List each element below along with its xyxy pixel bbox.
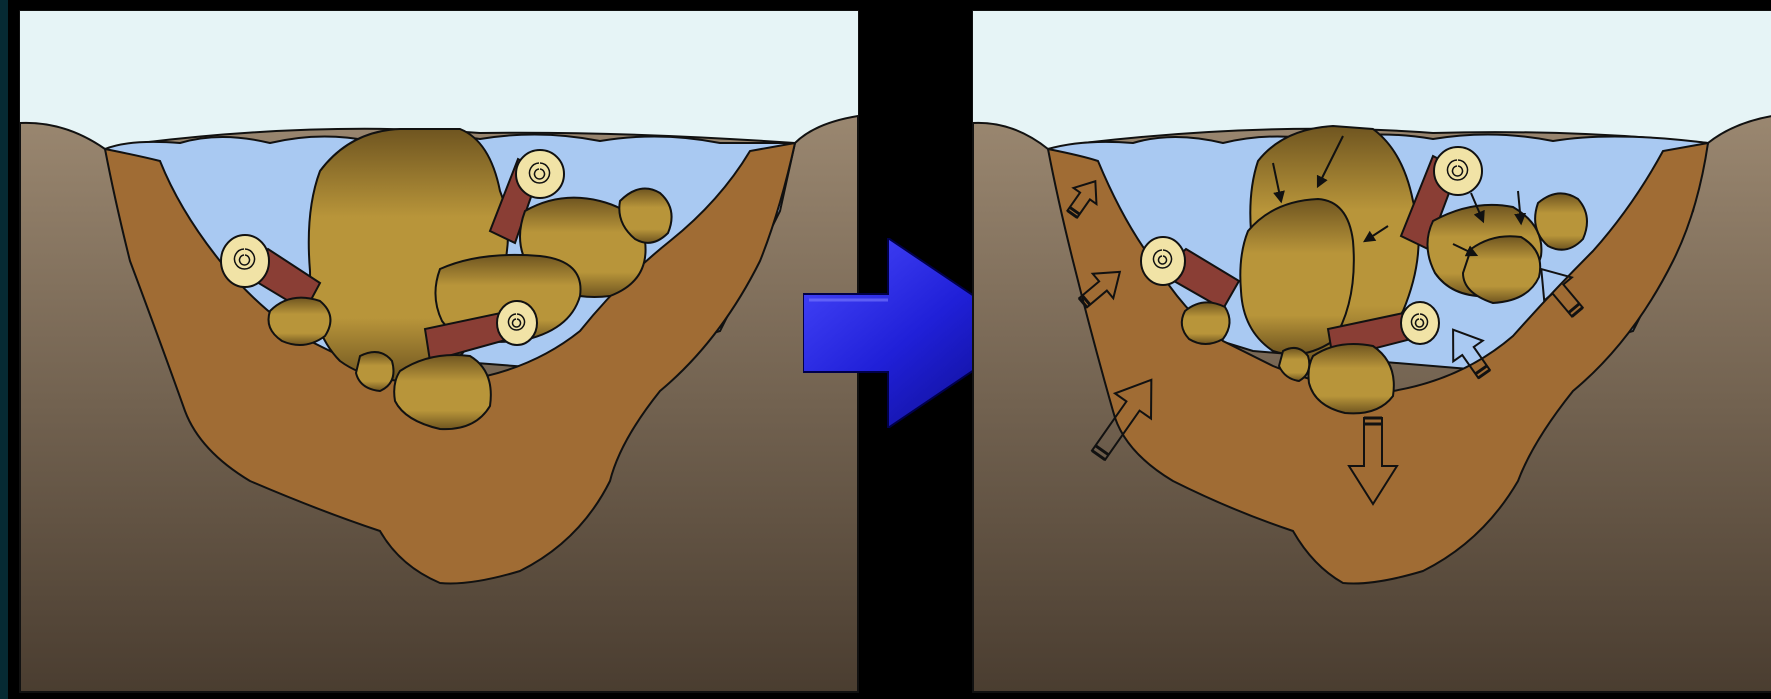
log-end <box>1401 302 1439 344</box>
before-illustration <box>20 11 858 692</box>
boulder <box>1182 302 1230 344</box>
log-end <box>516 150 564 198</box>
after-illustration <box>973 11 1771 692</box>
log-end <box>221 235 269 287</box>
log-end <box>497 301 537 345</box>
log-end <box>1434 147 1482 195</box>
boulder <box>1535 193 1587 249</box>
boulder <box>1309 344 1394 413</box>
panel-after-compaction <box>972 10 1771 693</box>
panel-before-compaction <box>19 10 859 693</box>
log-end <box>1141 237 1185 285</box>
boulder <box>269 298 331 345</box>
left-edge-strip <box>0 0 8 699</box>
